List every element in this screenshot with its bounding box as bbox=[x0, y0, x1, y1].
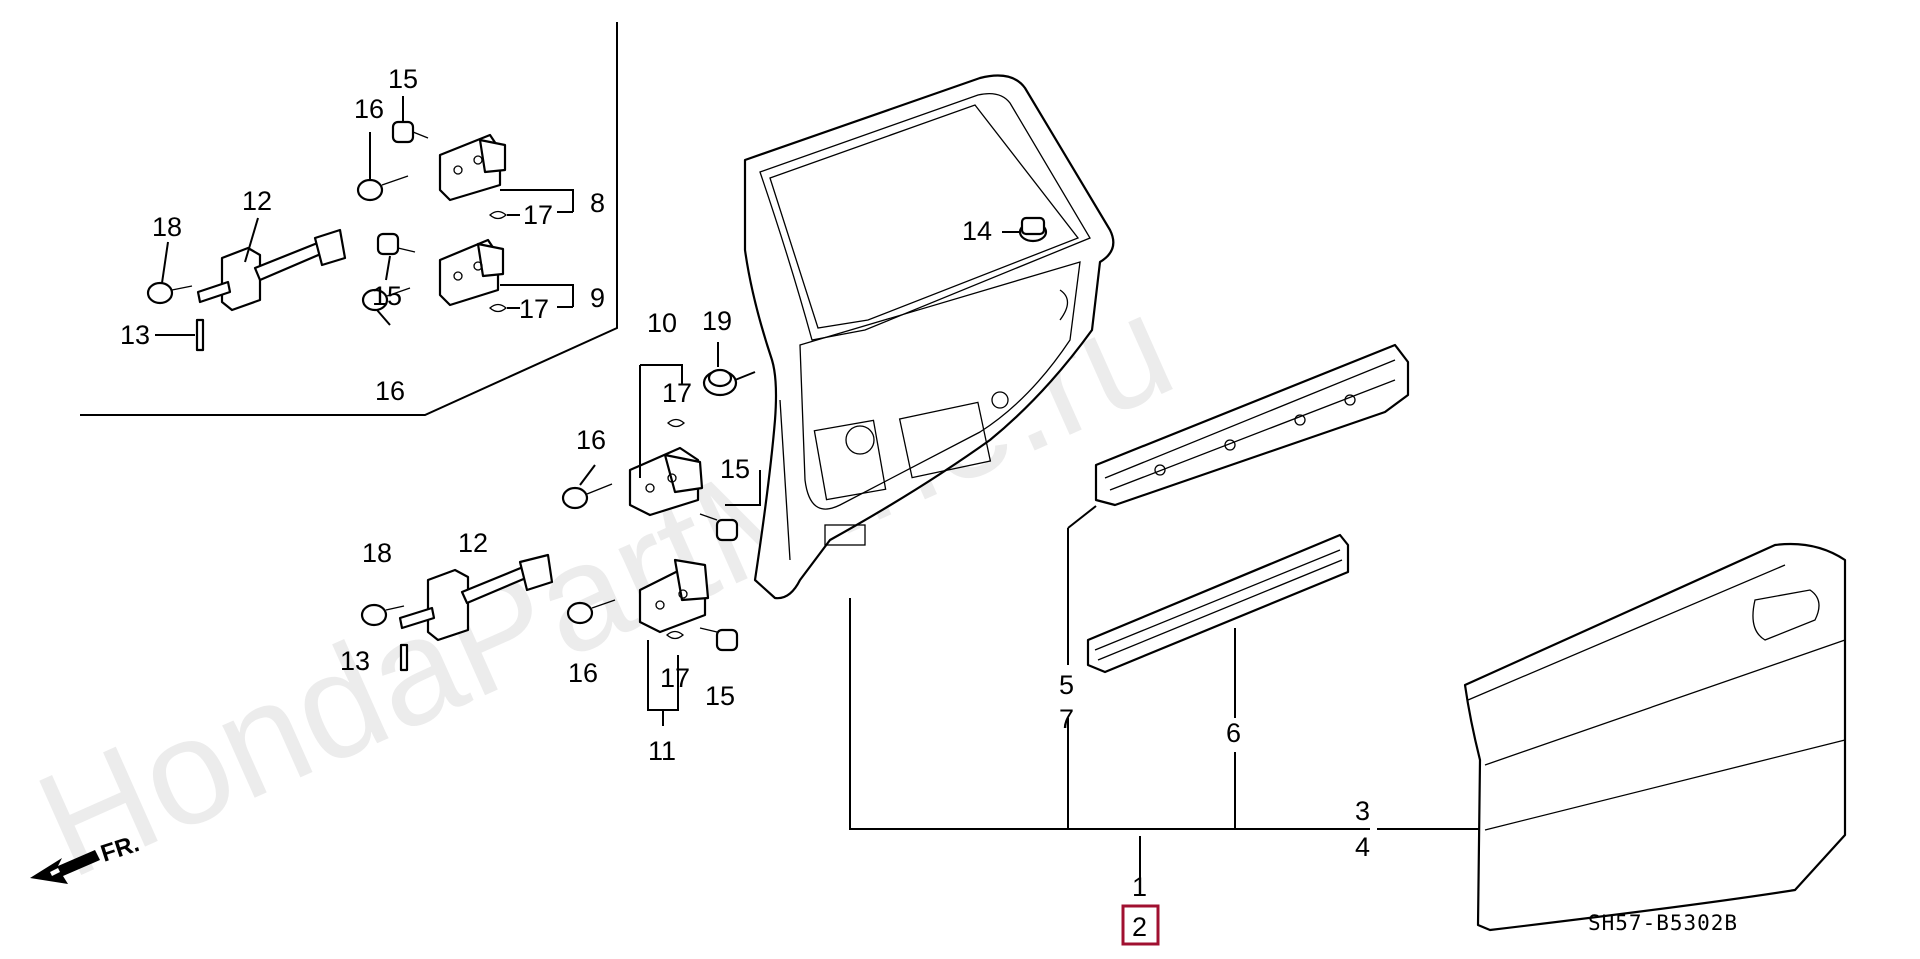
callout-2-highlight[interactable]: 2 bbox=[1121, 904, 1160, 946]
callout-3[interactable]: 3 bbox=[1355, 796, 1370, 826]
front-direction-arrow-icon bbox=[30, 850, 100, 884]
callout-18[interactable]: 18 bbox=[152, 212, 182, 242]
callout-labels: 15 16 17 8 12 18 15 17 9 13 16 10 19 17 … bbox=[120, 64, 1370, 902]
door-reinforcement-upper[interactable] bbox=[1094, 343, 1410, 507]
callout-2-frame bbox=[1121, 904, 1160, 946]
clip-17-a[interactable] bbox=[489, 210, 507, 220]
bolt-16-b[interactable] bbox=[361, 287, 411, 312]
callout-16[interactable]: 16 bbox=[354, 94, 384, 124]
pin-13-b[interactable] bbox=[399, 643, 409, 672]
callout-13[interactable]: 13 bbox=[120, 320, 150, 350]
clip-17-d[interactable] bbox=[666, 630, 684, 640]
plug-19[interactable] bbox=[702, 368, 738, 397]
bolt-16-a[interactable] bbox=[356, 175, 409, 202]
callout-16[interactable]: 16 bbox=[375, 376, 405, 406]
callout-13[interactable]: 13 bbox=[340, 646, 370, 676]
callout-17[interactable]: 17 bbox=[662, 378, 692, 408]
hinge-lower-main[interactable] bbox=[638, 558, 710, 634]
callout-6[interactable]: 6 bbox=[1226, 718, 1241, 748]
callout-15[interactable]: 15 bbox=[705, 681, 735, 711]
callout-1[interactable]: 1 bbox=[1132, 872, 1147, 902]
callout-9[interactable]: 9 bbox=[590, 283, 605, 313]
callout-17[interactable]: 17 bbox=[523, 200, 553, 230]
door-checker-upper[interactable] bbox=[196, 228, 347, 312]
clip-17-b[interactable] bbox=[489, 303, 507, 313]
leader-lines bbox=[155, 96, 1480, 878]
bolt-18-b[interactable] bbox=[360, 603, 405, 627]
callout-16[interactable]: 16 bbox=[568, 658, 598, 688]
bolt-15-d[interactable] bbox=[699, 627, 739, 652]
callout-19[interactable]: 19 bbox=[702, 306, 732, 336]
callout-12[interactable]: 12 bbox=[242, 186, 272, 216]
bolt-15-c[interactable] bbox=[699, 513, 739, 542]
callout-15[interactable]: 15 bbox=[388, 64, 418, 94]
callout-15[interactable]: 15 bbox=[372, 281, 402, 311]
door-outer-skin[interactable] bbox=[1463, 542, 1847, 932]
hinge-upper-main[interactable] bbox=[628, 446, 704, 517]
callout-17[interactable]: 17 bbox=[519, 294, 549, 324]
bolt-18-a[interactable] bbox=[146, 281, 193, 305]
callout-14[interactable]: 14 bbox=[962, 216, 992, 246]
bolt-16-c[interactable] bbox=[561, 483, 613, 510]
door-impact-beam[interactable] bbox=[1086, 533, 1350, 674]
hinge-upper-inset[interactable] bbox=[438, 133, 507, 202]
diagram-code: SH57-B5302B bbox=[1588, 911, 1738, 935]
bolt-16-d[interactable] bbox=[566, 599, 616, 625]
callout-16[interactable]: 16 bbox=[576, 425, 606, 455]
callout-18[interactable]: 18 bbox=[362, 538, 392, 568]
callout-11[interactable]: 11 bbox=[648, 736, 676, 766]
callout-7[interactable]: 7 bbox=[1059, 704, 1074, 734]
callout-8[interactable]: 8 bbox=[590, 188, 605, 218]
grommet-14[interactable] bbox=[1018, 216, 1048, 243]
callout-17[interactable]: 17 bbox=[660, 663, 690, 693]
inset-frame bbox=[80, 22, 618, 416]
callout-12[interactable]: 12 bbox=[458, 528, 488, 558]
callout-5[interactable]: 5 bbox=[1059, 670, 1074, 700]
door-inner-panel[interactable] bbox=[743, 74, 1115, 600]
pin-13-a[interactable] bbox=[195, 318, 205, 352]
bolt-15-a[interactable] bbox=[391, 120, 429, 144]
callout-15[interactable]: 15 bbox=[720, 454, 750, 484]
clip-17-c[interactable] bbox=[667, 418, 685, 428]
callout-10[interactable]: 10 bbox=[647, 308, 677, 338]
hinge-lower-inset[interactable] bbox=[438, 238, 505, 307]
door-checker-lower[interactable] bbox=[398, 553, 554, 642]
callout-2[interactable]: 2 bbox=[1132, 912, 1147, 942]
bolt-15-b[interactable] bbox=[376, 232, 416, 256]
callout-4[interactable]: 4 bbox=[1355, 832, 1370, 862]
